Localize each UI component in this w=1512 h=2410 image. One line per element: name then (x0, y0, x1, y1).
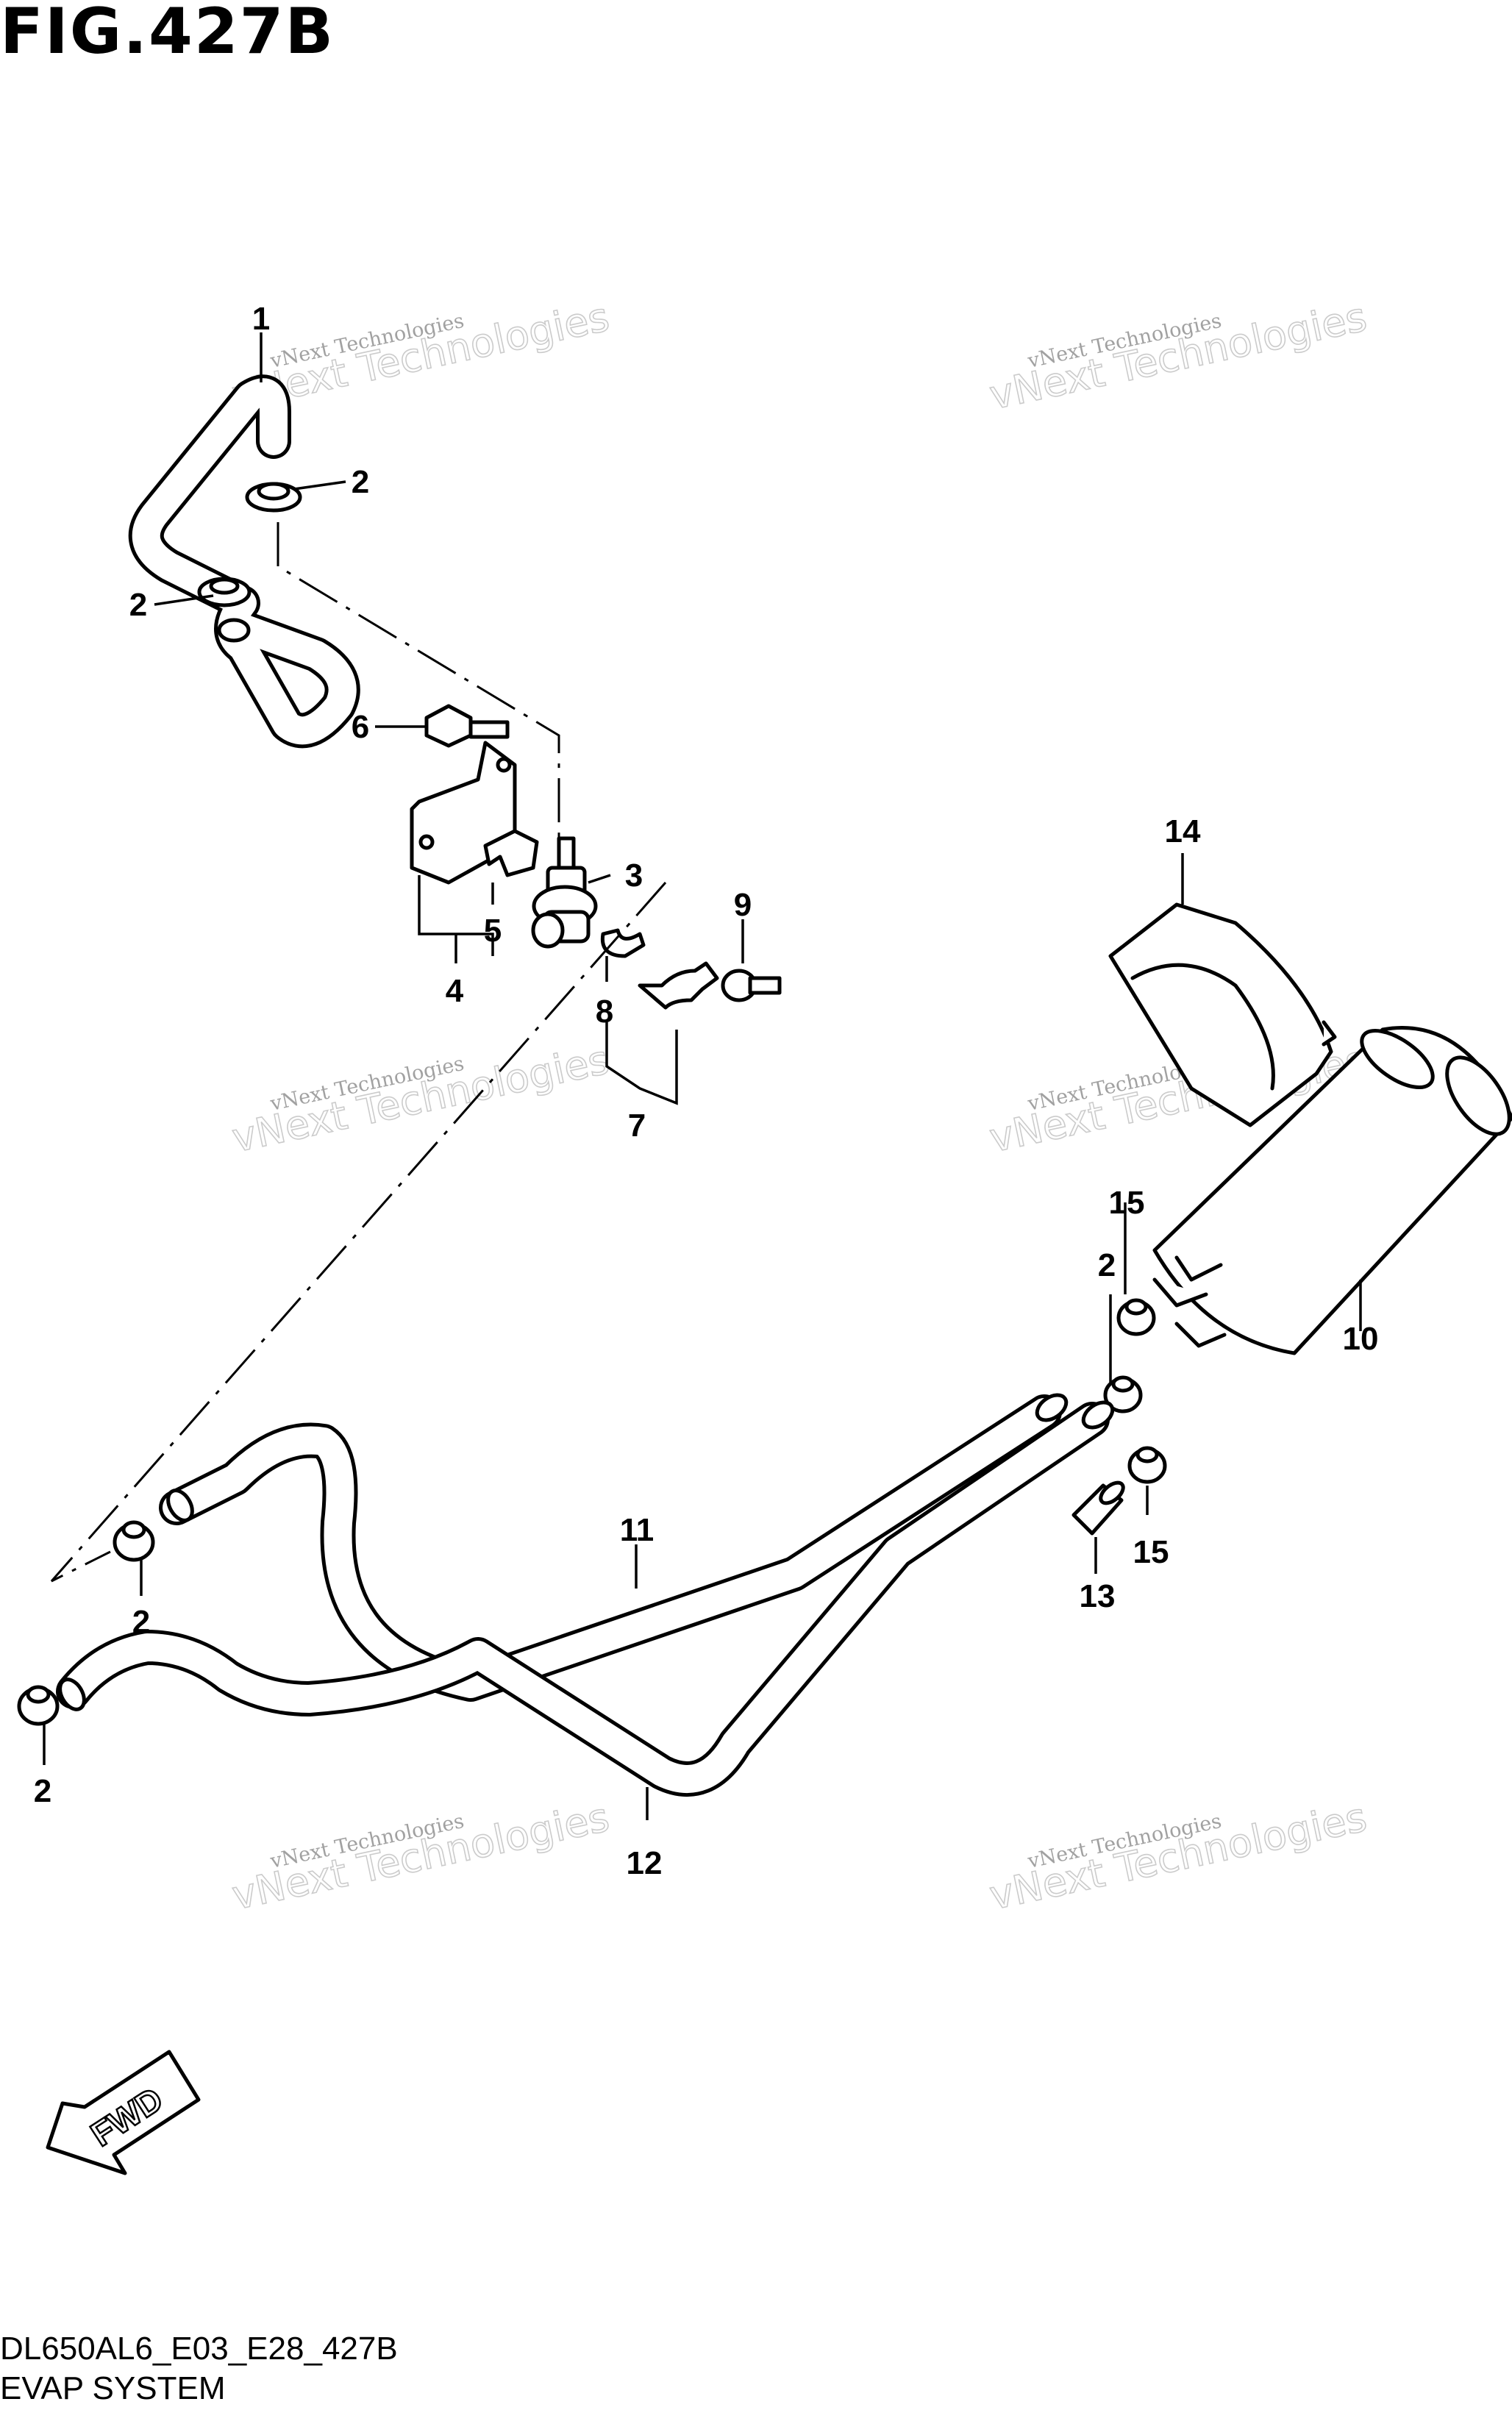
hose-clamp-canister-middle (1103, 1375, 1143, 1413)
hose-clamp-upper (245, 482, 302, 513)
watermark-mid-left: vNext Technologies vNext Technologies (227, 1035, 613, 1162)
routing-lines (50, 522, 667, 1583)
screw (721, 969, 782, 1002)
callout-2-upper: 2 (352, 464, 369, 500)
lower-hose-11 (159, 1393, 1069, 1702)
hose-clamp-canister-upper (1116, 1298, 1156, 1336)
callout-2-lower-left-2: 2 (34, 1773, 51, 1809)
callout-2-upper-left: 2 (129, 587, 147, 623)
lower-hose-12 (56, 1400, 1115, 1797)
watermark-bottom-right: vNext Technologies vNext Technologies (985, 1793, 1371, 1919)
holder-bracket (638, 961, 719, 1010)
valve (531, 836, 598, 949)
bolt (424, 704, 510, 748)
callout-15-lower: 15 (1133, 1534, 1169, 1570)
callout-1: 1 (252, 301, 270, 337)
hose-clamp-lower-left-2 (17, 1685, 60, 1726)
bracket-assembly (410, 741, 539, 885)
hose-clamp-lower-left-1 (113, 1520, 155, 1562)
watermark-top-right: vNext Technologies vNext Technologies (985, 293, 1371, 419)
callout-10: 10 (1343, 1321, 1379, 1357)
callout-3: 3 (625, 858, 643, 894)
hose-clamp-upper-left (197, 577, 252, 607)
callout-4: 4 (446, 973, 464, 1009)
callout-14: 14 (1165, 813, 1201, 849)
callout-8: 8 (596, 994, 613, 1030)
clamp (600, 928, 646, 958)
callout-5: 5 (484, 913, 502, 949)
callout-6: 6 (352, 709, 369, 745)
callout-15-upper: 15 (1109, 1185, 1145, 1221)
figure-title: FIG.427B (0, 0, 335, 68)
callout-labels: 1 2 2 6 3 5 4 9 8 7 14 15 2 10 15 13 11 … (34, 301, 1379, 1881)
watermark-bottom-left: vNext Technologies vNext Technologies (227, 1793, 613, 1919)
fwd-direction-arrow: FWD (46, 2050, 201, 2175)
upper-hose (128, 374, 360, 749)
callout-2-lower-left-1: 2 (132, 1604, 150, 1640)
callout-7: 7 (628, 1108, 646, 1144)
callout-13: 13 (1080, 1578, 1116, 1614)
leader-lines (43, 332, 1362, 1820)
callout-2-canister: 2 (1098, 1247, 1116, 1283)
section-name: EVAP SYSTEM (0, 2370, 226, 2406)
hose-clamp-canister-lower (1127, 1446, 1167, 1484)
canister-cover (1108, 902, 1337, 1127)
callout-11: 11 (620, 1512, 655, 1548)
callout-12: 12 (627, 1845, 663, 1881)
short-hose (1071, 1480, 1125, 1536)
model-code: DL650AL6_E03_E28_427B (0, 2331, 398, 2367)
evap-canister (1152, 1026, 1512, 1355)
callout-9: 9 (734, 887, 752, 923)
